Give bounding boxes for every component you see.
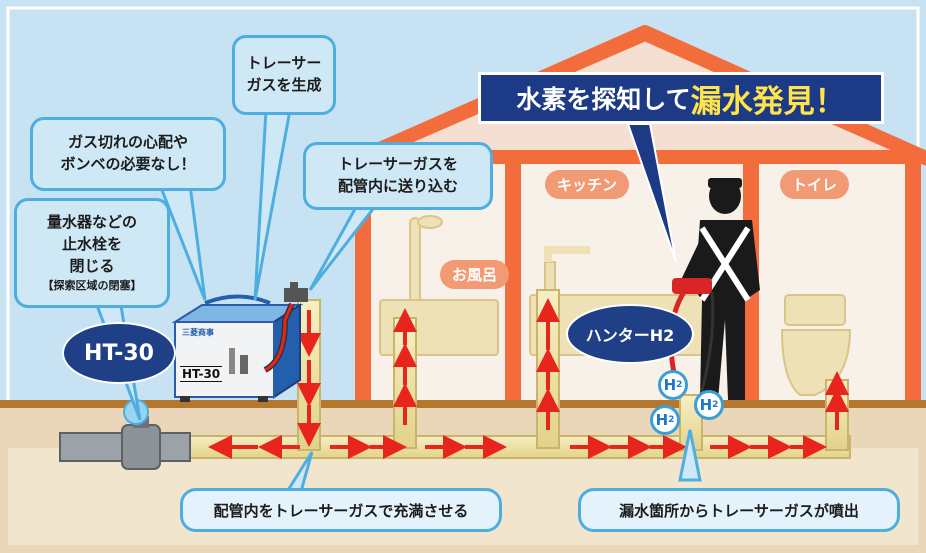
bubble-line: 止水栓を — [61, 235, 122, 254]
bubble-close-valve: 量水器などの 止水栓を 閉じる 【探索区域の閉塞】 — [14, 198, 170, 308]
h2-subscript: 2 — [668, 415, 675, 425]
bubble-no-cylinder: ガス切れの心配や ボンベの必要なし！ — [30, 117, 226, 191]
room-label-toilet: トイレ — [780, 170, 850, 199]
bubble-tracer-gas-generation: トレーサー ガスを生成 — [232, 35, 336, 115]
bubble-line: 配管内に送り込む — [337, 177, 458, 195]
ht30-oval-label: HT-30 — [62, 322, 176, 384]
h2-letter: H — [663, 376, 677, 394]
bubble-line: トレーサーガスを — [338, 155, 458, 174]
headline-part-a: 水素を探知して — [516, 85, 691, 114]
water-meter — [59, 399, 191, 470]
bubble-note: 【探索区域の閉塞】 — [42, 278, 142, 292]
machine-maker-label: 三菱商事 — [182, 328, 214, 337]
ht30-machine — [171, 294, 304, 402]
flow-arrows — [208, 298, 849, 459]
bubble-line: ガス切れの心配や — [67, 133, 188, 152]
hunter-h2-oval-label: ハンターH2 — [566, 304, 694, 364]
h2-subscript: 2 — [676, 380, 683, 390]
faucet — [284, 282, 308, 302]
headline-banner: 水素を探知して漏水発見！ — [478, 72, 884, 124]
h2-letter: H — [655, 411, 669, 429]
bubble-line: 量水器などの — [46, 213, 137, 232]
label-fill-pipe: 配管内をトレーサーガスで充満させる — [180, 488, 502, 532]
h2-subscript: 2 — [712, 400, 719, 410]
bubble-tails — [92, 108, 702, 497]
bubble-line: トレーサー — [246, 54, 322, 73]
bubble-line: 閉じる — [69, 256, 115, 275]
label-leak-spot: 漏水箇所からトレーサーガスが噴出 — [578, 488, 900, 532]
bubble-line: ボンベの必要なし！ — [60, 155, 196, 173]
headline-part-b: 漏水発見！ — [690, 83, 846, 120]
bubble-line: ガスを生成 — [246, 76, 322, 94]
room-label-kitchen: キッチン — [545, 170, 630, 199]
room-label-bath: お風呂 — [440, 260, 510, 289]
h2-letter: H — [699, 396, 713, 414]
bubble-send-gas: トレーサーガスを 配管内に送り込む — [303, 142, 493, 210]
machine-panel-label: HT-30 — [180, 366, 223, 382]
headline-pointer — [626, 123, 677, 263]
worker — [672, 178, 760, 400]
